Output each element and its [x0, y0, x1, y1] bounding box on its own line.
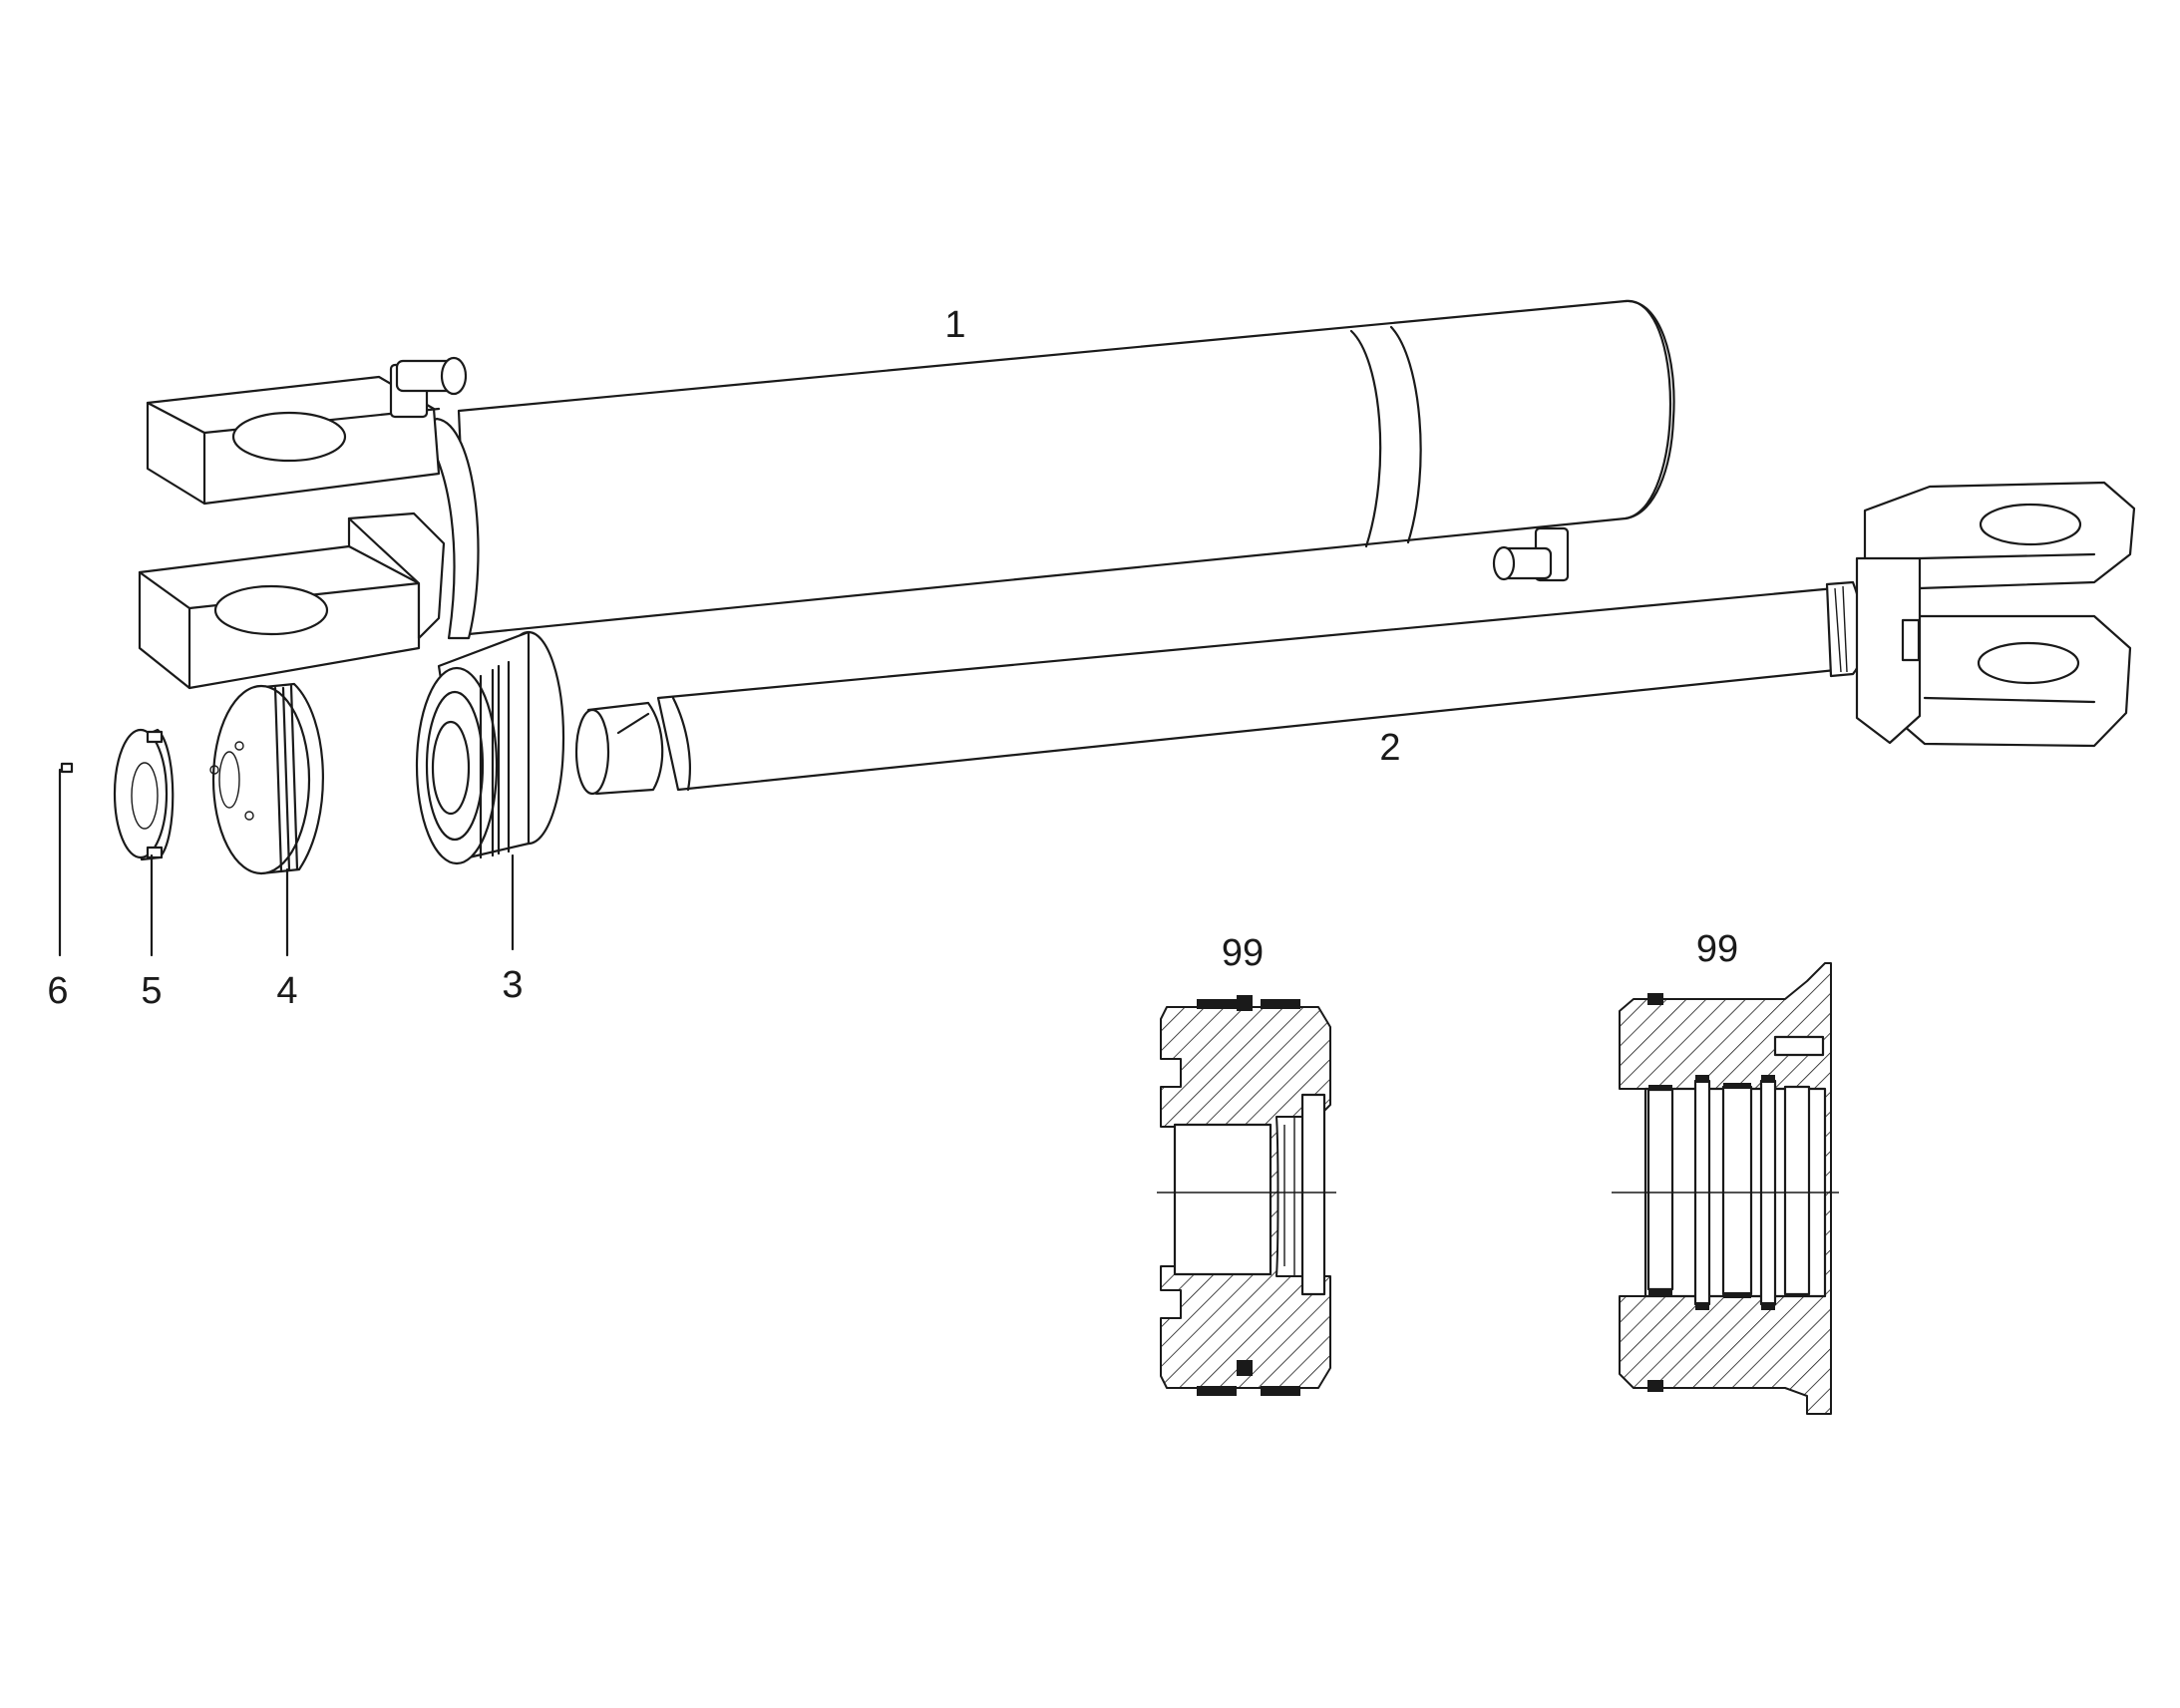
section-view-99-right: [1612, 962, 1839, 1415]
gland-part-3: [415, 630, 565, 865]
callout-99-left: 99: [1222, 932, 1264, 974]
callout-6: 6: [47, 970, 68, 1012]
section-view-99-left: [1157, 995, 1336, 1396]
callout-2: 2: [1379, 727, 1400, 769]
callout-3: 3: [502, 964, 523, 1006]
leader-lines: [58, 768, 515, 957]
lock-nut-part-5: [113, 728, 175, 861]
callout-4: 4: [276, 970, 297, 1012]
piston-rod-part-2: [574, 481, 2136, 796]
cylinder-barrel-part-1: [138, 299, 1675, 690]
callout-1: 1: [944, 304, 965, 346]
hydraulic-fitting-bottom: [1492, 526, 1570, 582]
piston-part-4: [209, 682, 324, 875]
hydraulic-fitting-top: [389, 356, 468, 419]
callout-5: 5: [141, 970, 162, 1012]
callout-99-right: 99: [1696, 928, 1738, 970]
callout-labels: 1 2 3 4 5 6 99 99: [47, 304, 1738, 1012]
pin-part-6: [60, 762, 74, 774]
